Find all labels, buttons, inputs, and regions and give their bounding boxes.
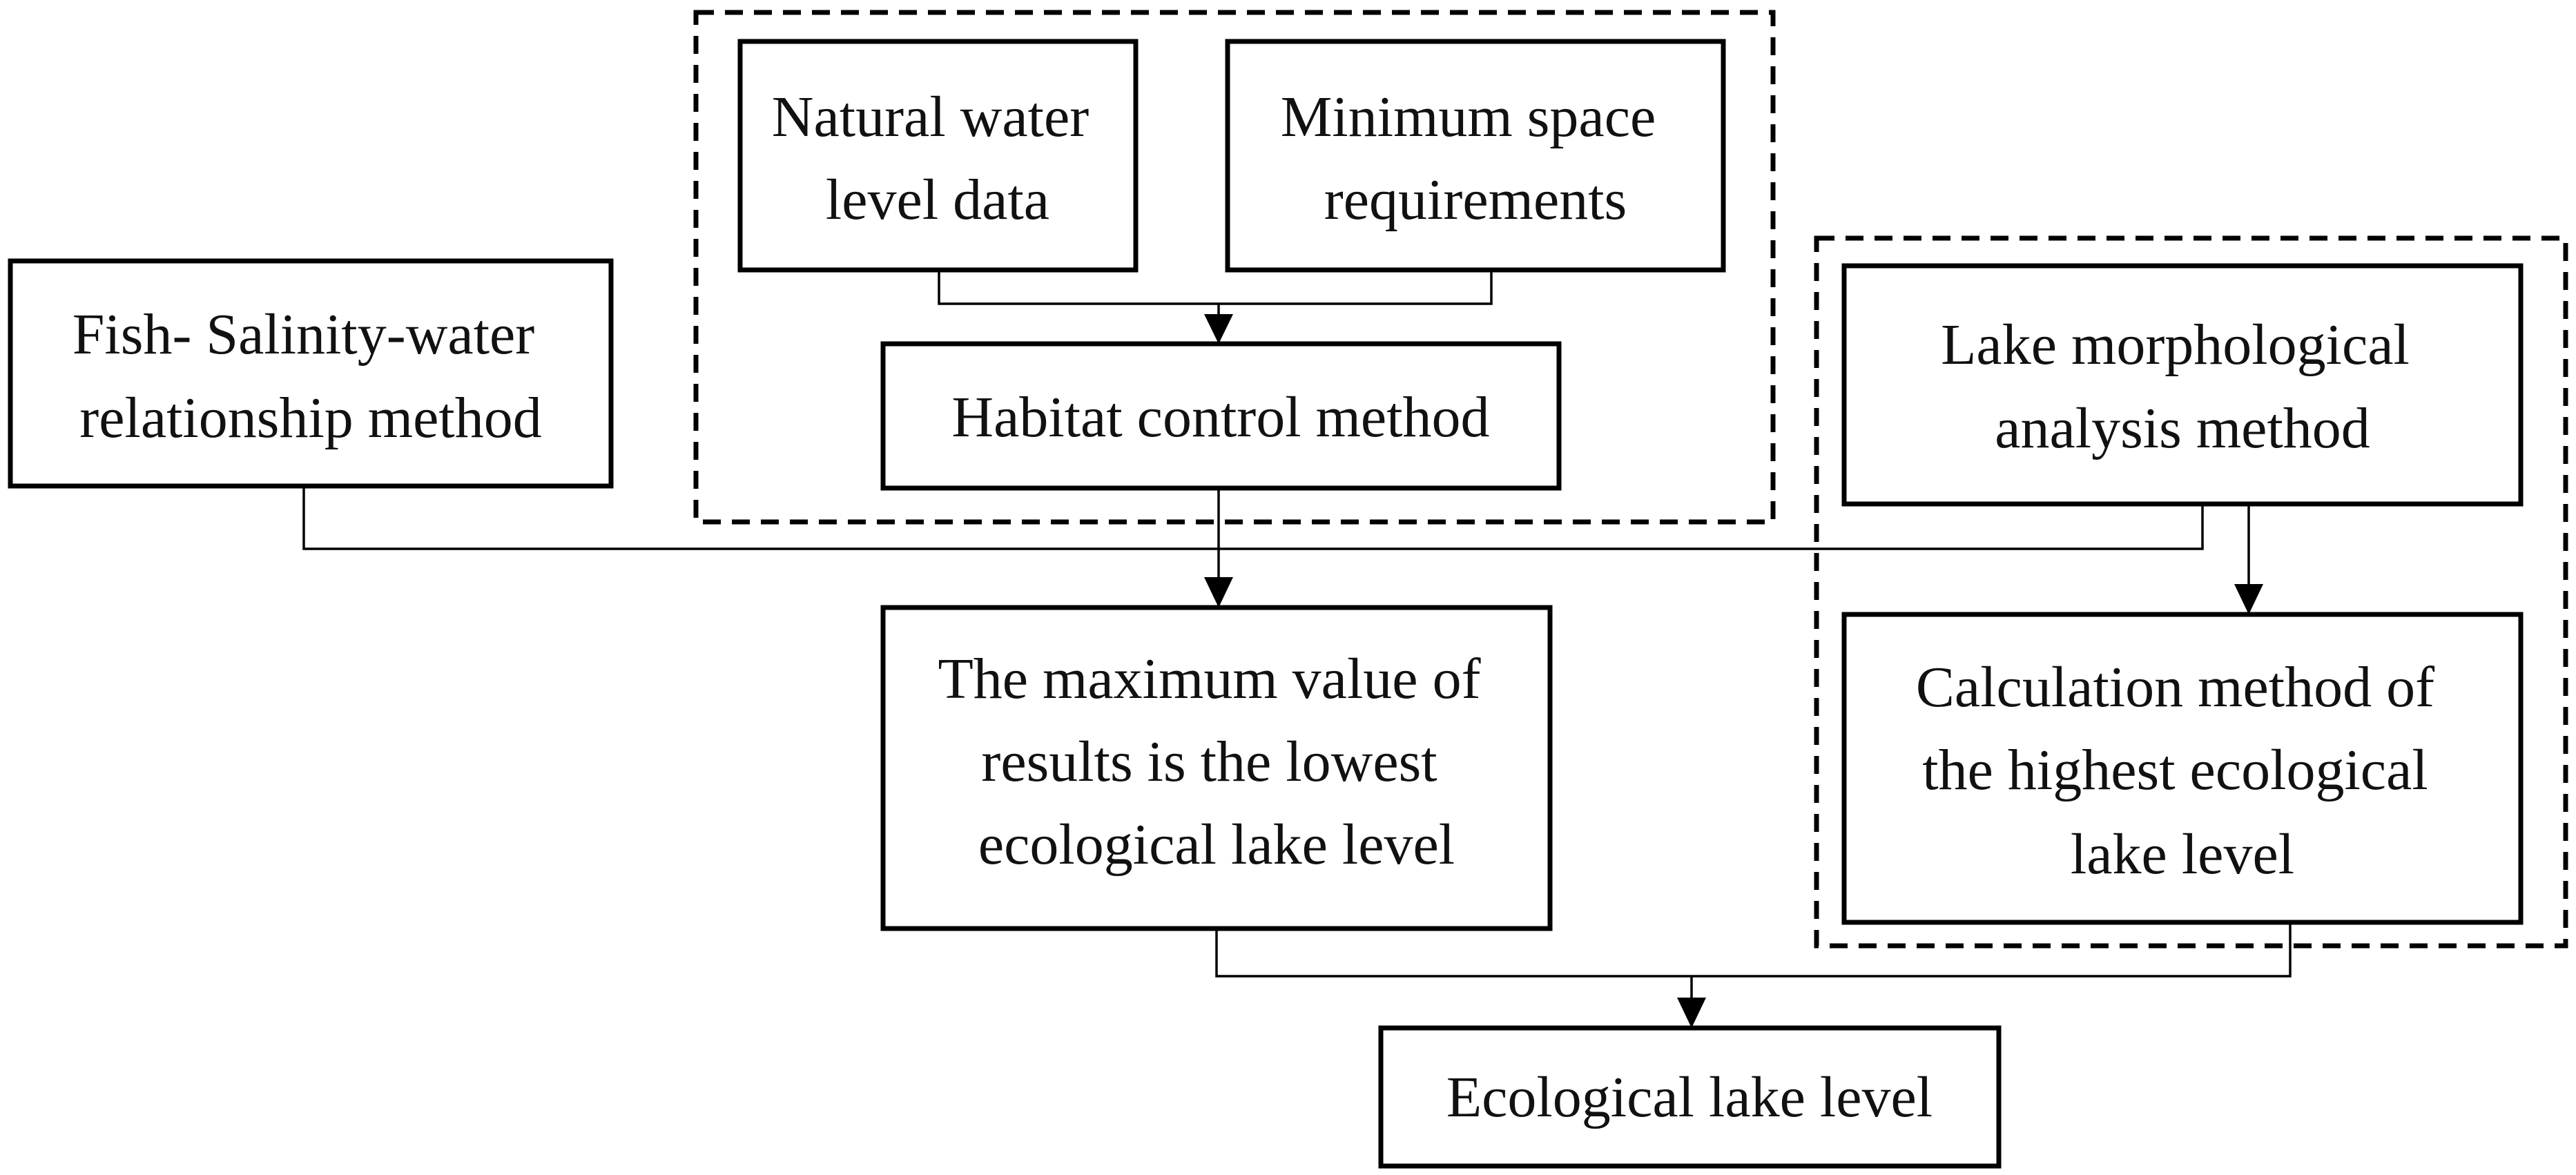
node-natural-water-line-1: Natural water [772, 85, 1089, 149]
connector-maximum-to-ecological [1215, 923, 2292, 978]
arrowhead-into-ecological [1677, 998, 1706, 1028]
node-natural-water-level-data: Natural water level data [737, 39, 1139, 273]
arrowhead-into-maximum [1204, 577, 1233, 608]
node-maximum-value-line-1: The maximum value of [938, 647, 1480, 711]
node-fish-salinity-text: Fish- Salinity-water relationship method [72, 302, 550, 450]
node-calculation-method-line-2: the highest ecological [1922, 738, 2428, 802]
node-minimum-space-line-2: requirements [1324, 168, 1627, 232]
node-habitat-control-method: Habitat control method [880, 341, 1562, 491]
arrowhead-into-habitat [1204, 314, 1233, 344]
node-fish-salinity-line-2: relationship method [79, 386, 542, 450]
connector-minimum-to-habitat [1219, 271, 1493, 305]
node-maximum-value-lowest-ecological-level: The maximum value of results is the lowe… [880, 605, 1553, 931]
node-fish-salinity-line-1: Fish- Salinity-water [72, 302, 535, 367]
node-natural-water-line-2: level data [826, 168, 1049, 232]
habitat-group-frame [693, 10, 1776, 525]
node-minimum-space-requirements: Minimum space requirements [1225, 39, 1726, 273]
highest-level-group-frame [1814, 235, 2568, 949]
arrowhead-into-calculation [2234, 584, 2263, 614]
node-maximum-value-text: The maximum value of results is the lowe… [938, 647, 1495, 877]
node-calculation-method-box [1841, 612, 2524, 925]
node-ecological-lake-level: Ecological lake level [1378, 1025, 2002, 1169]
connector-fish-to-maximum [302, 486, 1219, 550]
node-habitat-control-text: Habitat control method [951, 385, 1489, 449]
node-lake-morphological-analysis-method: Lake morphological analysis method [1841, 263, 2524, 507]
node-natural-water-box [737, 39, 1139, 273]
node-minimum-space-line-1: Minimum space [1281, 85, 1656, 149]
node-lake-morphological-text: Lake morphological analysis method [1941, 313, 2424, 460]
node-lake-morphological-line-1: Lake morphological [1941, 313, 2410, 377]
node-maximum-value-line-3: ecological lake level [978, 813, 1455, 877]
node-maximum-value-line-2: results is the lowest [981, 730, 1437, 794]
node-calculation-method-highest-ecological-level: Calculation method of the highest ecolog… [1841, 612, 2524, 925]
node-ecological-lake-level-text: Ecological lake level [1446, 1065, 1933, 1129]
node-calculation-method-line-1: Calculation method of [1916, 655, 2434, 719]
node-calculation-method-line-3: lake level [2071, 822, 2294, 886]
node-ecological-lake-level-line-1: Ecological lake level [1446, 1065, 1933, 1129]
node-minimum-space-text: Minimum space requirements [1281, 85, 1671, 232]
node-habitat-control-line-1: Habitat control method [951, 385, 1489, 449]
node-calculation-method-text: Calculation method of the highest ecolog… [1916, 655, 2449, 886]
node-fish-salinity-water-relationship-method: Fish- Salinity-water relationship method [8, 258, 614, 489]
node-ecological-lake-level-box [1378, 1025, 2002, 1169]
node-lake-morphological-line-2: analysis method [1995, 396, 2370, 460]
node-maximum-value-box [880, 605, 1553, 931]
node-lake-morphological-box [1841, 263, 2524, 507]
connector-lake-to-baseline [1219, 505, 2204, 550]
node-minimum-space-box [1225, 39, 1726, 273]
connector-natural-to-habitat [938, 271, 1219, 305]
node-natural-water-text: Natural water level data [772, 85, 1103, 232]
node-habitat-control-box [880, 341, 1562, 491]
node-fish-salinity-box [8, 258, 614, 489]
